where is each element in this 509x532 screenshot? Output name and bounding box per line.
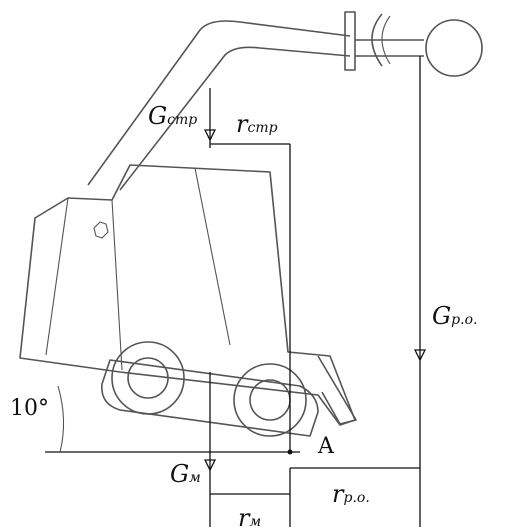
label-point-a: A	[318, 436, 334, 458]
cab-rear-line	[111, 199, 123, 371]
force-arrow-g-ro	[413, 349, 427, 362]
angle-arc	[57, 385, 65, 453]
label-r-str: rстр	[236, 112, 278, 136]
label-g-m: Gм	[170, 462, 201, 486]
label-g-m-main: G	[170, 460, 190, 488]
attachment-hook-inner	[381, 15, 391, 65]
label-r-m-sub: м	[249, 514, 262, 530]
label-g-ro: Gр.о.	[432, 304, 477, 328]
label-g-ro-main: G	[432, 302, 452, 330]
front-wheel	[111, 341, 185, 415]
label-r-ro-sub: р.о.	[343, 490, 370, 506]
label-g-str-main: G	[148, 102, 168, 130]
load-circle	[425, 19, 483, 77]
loader-body	[19, 164, 356, 426]
label-angle-text: 10°	[10, 396, 49, 421]
cab-window-hex	[93, 221, 109, 239]
front-wheel-hub	[127, 357, 169, 399]
label-r-m-main: r	[238, 504, 250, 532]
loader-undercarriage	[101, 359, 319, 437]
bucket	[317, 355, 357, 425]
boom-arm-upper	[119, 46, 351, 191]
cab-door-line	[194, 167, 231, 346]
label-r-ro-main: r	[332, 480, 344, 508]
point-a-marker	[287, 449, 293, 455]
rear-wheel-hub	[249, 379, 291, 421]
label-point-a-text: A	[318, 434, 334, 459]
label-r-m: rм	[238, 506, 261, 530]
force-arrow-g-m	[203, 459, 217, 472]
label-g-ro-sub: р.о.	[451, 312, 478, 328]
label-g-str: Gстр	[148, 104, 197, 128]
label-r-str-sub: стр	[247, 120, 278, 136]
label-r-ro: rр.о.	[332, 482, 370, 506]
boom-arm-lower	[87, 20, 351, 186]
rear-wheel	[233, 363, 307, 437]
boom-side-panel	[45, 197, 69, 356]
label-r-str-main: r	[236, 110, 248, 138]
force-arrow-g-str	[203, 129, 217, 142]
attachment-hook	[371, 13, 383, 67]
label-angle: 10°	[10, 398, 49, 420]
attachment-plate	[344, 11, 356, 71]
label-g-str-sub: стр	[167, 112, 198, 128]
label-g-m-sub: м	[189, 470, 201, 486]
